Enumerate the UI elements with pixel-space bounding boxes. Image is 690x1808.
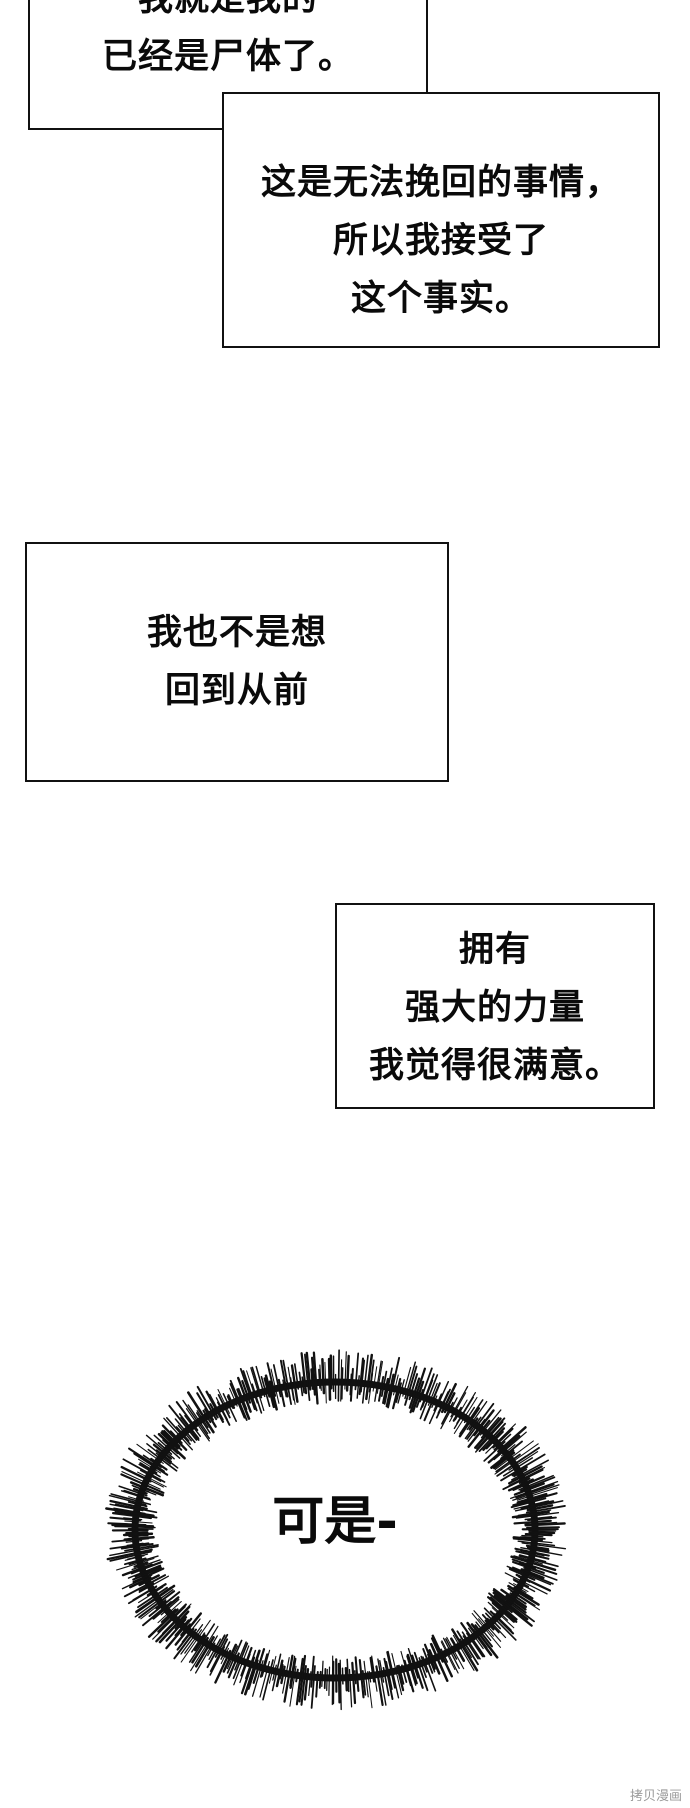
caption-line: 已经是尸体了。 [101, 37, 354, 77]
burst-text: 可是- [272, 1492, 398, 1552]
caption-box-2: 这是无法挽回的事情， 所以我接受了 这个事实。 [222, 92, 660, 348]
caption-text-3: 我也不是想 回到从前 [27, 604, 447, 720]
caption-text-1: 我就是我的 已经是尸体了。 [30, 0, 426, 86]
caption-text-4: 拥有 强大的力量 我觉得很满意。 [337, 921, 653, 1095]
caption-line: 回到从前 [164, 671, 309, 711]
caption-line: 我也不是想 [146, 613, 327, 653]
caption-line: 这个事实。 [350, 279, 531, 319]
caption-line: 拥有 [458, 930, 531, 970]
caption-line: 强大的力量 [404, 988, 585, 1028]
thought-burst: 可是- [100, 1340, 570, 1720]
caption-box-3: 我也不是想 回到从前 [25, 542, 449, 782]
caption-text-2: 这是无法挽回的事情， 所以我接受了 这个事实。 [224, 154, 658, 328]
caption-line: 我觉得很满意。 [368, 1046, 621, 1086]
caption-line: 所以我接受了 [332, 221, 549, 261]
watermark: 拷贝漫画 [629, 1789, 682, 1804]
caption-line: 这是无法挽回的事情， [260, 163, 621, 203]
caption-box-4: 拥有 强大的力量 我觉得很满意。 [335, 903, 655, 1109]
caption-line: 我就是我的 [30, 0, 426, 28]
burst-outline-icon [105, 1349, 567, 1711]
